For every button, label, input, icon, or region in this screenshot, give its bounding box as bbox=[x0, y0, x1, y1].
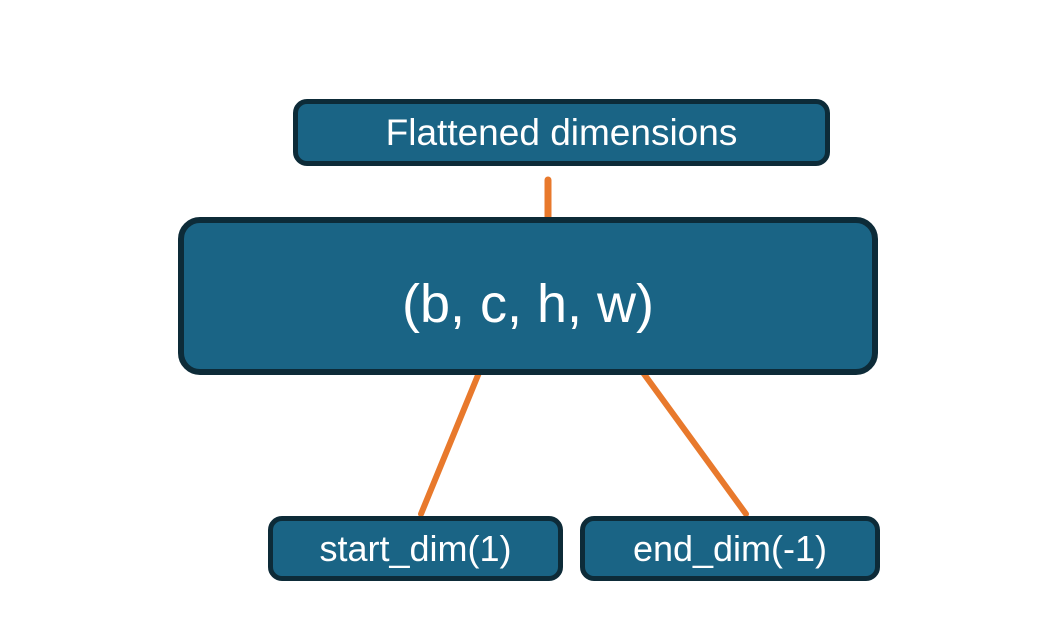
node-end-dim: end_dim(-1) bbox=[580, 516, 880, 581]
node-flattened-dimensions-label: Flattened dimensions bbox=[385, 112, 738, 153]
node-flattened-dimensions: Flattened dimensions bbox=[293, 99, 830, 166]
node-start-dim-label: start_dim(1) bbox=[319, 527, 512, 569]
node-tensor-shape: (b, c, h, w) bbox=[178, 217, 878, 375]
node-end-dim-label: end_dim(-1) bbox=[632, 527, 828, 569]
node-tensor-shape-label: (b, c, h, w) bbox=[401, 274, 655, 334]
node-start-dim: start_dim(1) bbox=[268, 516, 563, 581]
